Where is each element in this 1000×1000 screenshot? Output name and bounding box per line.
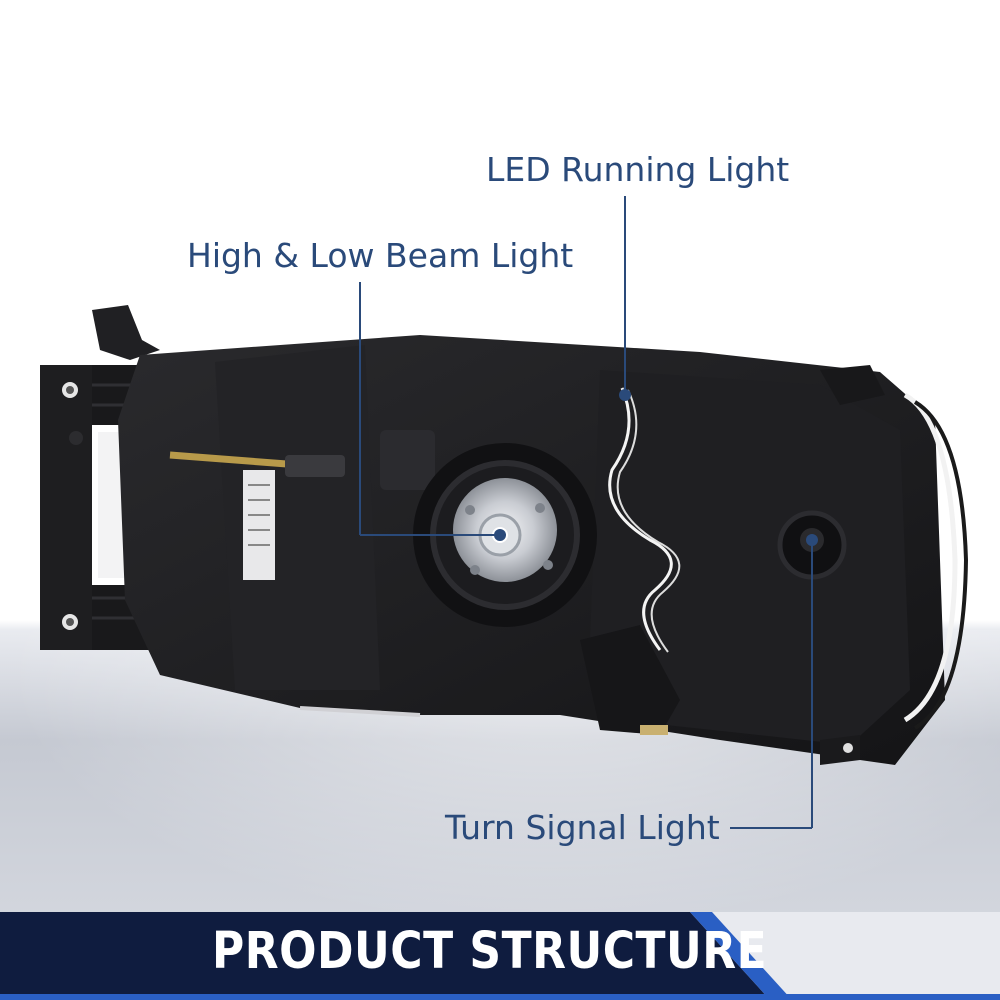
banner-background: [0, 912, 1000, 1000]
led-wiring: [608, 387, 681, 653]
led-running-light-label: LED Running Light: [486, 150, 790, 189]
wire-connector: [580, 365, 885, 765]
callout-leaders: [359, 196, 818, 829]
banner-title: PRODUCT STRUCTURE: [212, 922, 768, 981]
turn-signal-light-label: Turn Signal Light: [445, 808, 720, 847]
high-low-beam-light-label: High & Low Beam Light: [187, 236, 574, 275]
